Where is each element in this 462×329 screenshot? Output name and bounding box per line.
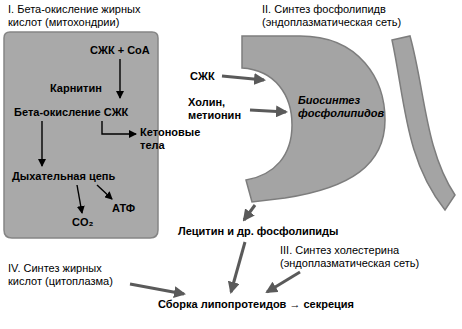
output-arrow — [244, 205, 255, 220]
metabolite-label: Кетоновые тела — [140, 126, 206, 152]
process-label: Бета-окисление СЖК — [14, 106, 128, 119]
text-slot: Биосинтез фосфолипидов — [298, 94, 384, 120]
mitochondrion-box: I. Бета-окисление жирных кислот (митохон… — [2, 30, 160, 240]
shape-outline — [2, 30, 160, 240]
pathway-arrow — [119, 59, 120, 98]
assembly-arrow — [130, 284, 184, 294]
metabolite-label: СЖК + СоА — [90, 44, 150, 57]
text-slot: II. Синтез фосфолипидв (эндоплазматическ… — [262, 3, 442, 29]
text-slot: Кетоновые тела — [140, 126, 206, 152]
section-heading: IV. Синтез жирных кислот (цитоплазма) — [8, 262, 128, 288]
text-slot: Бета-окисление СЖК — [14, 106, 128, 119]
text-slot: СЖК + СоА — [90, 44, 150, 57]
shape-fill — [4, 32, 158, 238]
text-slot: Сборка липопротеидов → секреция — [158, 298, 354, 311]
input-arrow — [250, 110, 286, 112]
assembly-arrow — [231, 242, 245, 292]
substrate-label: СЖК — [190, 70, 215, 83]
text-slot: IV. Синтез жирных кислот (цитоплазма) — [8, 262, 128, 288]
assembly-arrow — [267, 272, 300, 292]
metabolite-label: CO₂ — [72, 216, 93, 229]
shape-outline — [240, 30, 458, 220]
shape-fill — [242, 36, 385, 202]
pathway-arrow — [102, 121, 136, 134]
result-label: Сборка липопротеидов → секреция — [158, 298, 354, 311]
text-slot: I. Бета-окисление жирных кислот (митохон… — [8, 3, 158, 29]
process-label: Дыхательная цепь — [12, 170, 115, 183]
text-slot: CO₂ — [72, 216, 93, 229]
product-label: Лецитин и др. фосфолипиды — [178, 225, 338, 238]
pathway-arrow — [97, 185, 112, 199]
text-slot: СЖК — [190, 70, 215, 83]
outer-arrows — [130, 76, 300, 294]
section-heading: II. Синтез фосфолипидв (эндоплазматическ… — [262, 3, 442, 29]
text-slot: Карнитин — [50, 82, 102, 95]
shape-fill — [392, 36, 455, 210]
text-slot: АТФ — [112, 202, 135, 215]
inner-arrows — [42, 59, 136, 213]
pathway-arrow — [41, 121, 42, 166]
text-slot: Дыхательная цепь — [12, 170, 115, 183]
section-heading: I. Бета-окисление жирных кислот (митохон… — [8, 3, 158, 29]
input-arrow — [222, 76, 264, 80]
metabolite-label: АТФ — [112, 202, 135, 215]
er-shape: II. Синтез фосфолипидв (эндоплазматическ… — [240, 30, 458, 220]
pathway-arrow — [77, 185, 82, 213]
metabolite-label: Карнитин — [50, 82, 102, 95]
text-slot: III. Синтез холестерина (эндоплазматичес… — [280, 244, 455, 270]
text-slot: Холин, метионин — [188, 96, 250, 122]
text-slot: Лецитин и др. фосфолипиды — [178, 225, 338, 238]
section-heading: III. Синтез холестерина (эндоплазматичес… — [280, 244, 455, 270]
substrate-label: Холин, метионин — [188, 96, 250, 122]
process-label: Биосинтез фосфолипидов — [298, 94, 384, 120]
